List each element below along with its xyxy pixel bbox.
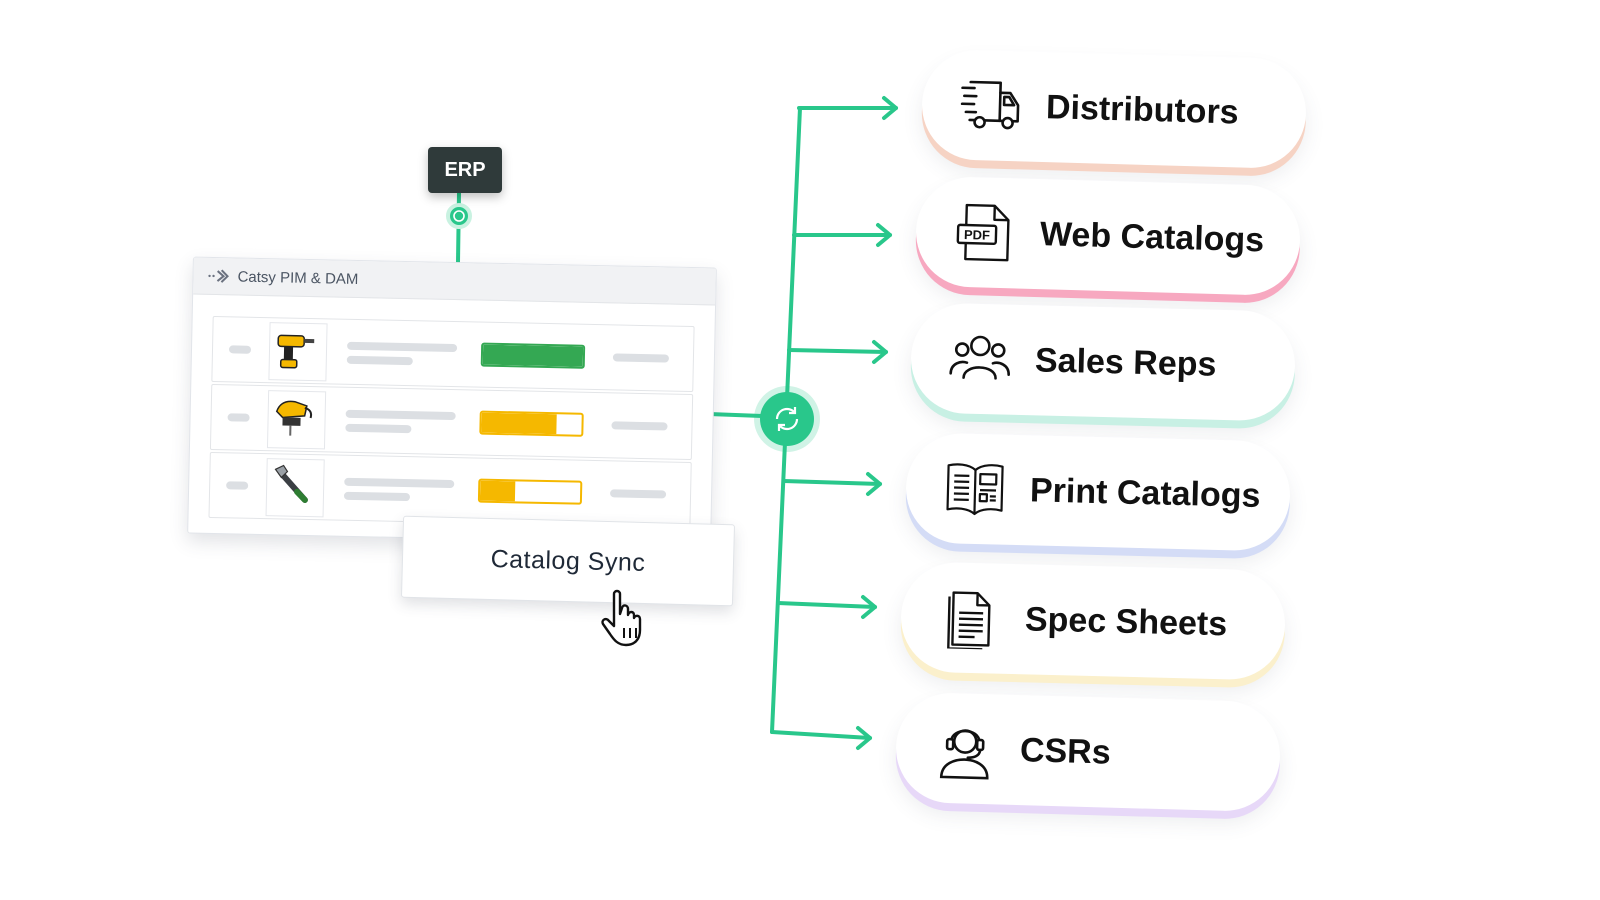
sync-progress-bar	[477, 478, 583, 505]
users-icon	[948, 327, 1011, 390]
book-icon	[943, 457, 1006, 520]
row-placeholder	[347, 341, 458, 353]
row-placeholder	[343, 491, 411, 502]
pim-window: Catsy PIM & DAM	[187, 256, 717, 545]
progress-fill	[481, 412, 557, 435]
channel-label: Spec Sheets	[1024, 599, 1228, 643]
channel-print-catalogs: Print Catalogs	[904, 432, 1292, 552]
progress-fill	[479, 480, 516, 502]
product-thumbnail	[266, 390, 327, 450]
catalog-sync-label: Catalog Sync	[490, 544, 646, 577]
row-placeholder	[611, 421, 668, 431]
pim-titlebar: Catsy PIM & DAM	[193, 257, 716, 306]
table-row[interactable]	[208, 451, 692, 529]
pim-to-hub-connector	[707, 412, 764, 418]
channel-distributors: Distributors	[920, 48, 1308, 170]
row-placeholder	[226, 481, 249, 490]
hand-cursor-icon	[598, 588, 654, 648]
sync-hub	[760, 392, 814, 446]
erp-label: ERP	[444, 158, 486, 181]
table-row[interactable]	[209, 383, 694, 461]
svg-text:PDF: PDF	[964, 227, 990, 243]
channel-label: CSRs	[1019, 730, 1112, 772]
product-thumbnail	[265, 458, 325, 518]
row-placeholder	[345, 423, 412, 434]
channel-csrs: CSRs	[894, 691, 1282, 813]
branch-distributors	[797, 96, 898, 120]
channel-web-catalogs: PDF Web Catalogs	[914, 175, 1302, 297]
pdf-icon: PDF	[953, 201, 1017, 265]
channel-label: Print Catalogs	[1029, 470, 1261, 515]
document-icon	[938, 586, 1001, 650]
truck-icon	[959, 74, 1023, 138]
row-placeholder	[612, 353, 670, 363]
table-row[interactable]	[211, 315, 695, 393]
sync-progress-bar	[480, 342, 586, 369]
erp-node: ERP	[428, 147, 502, 193]
sync-progress-bar	[479, 410, 584, 437]
row-placeholder	[344, 477, 455, 489]
branch-sales-reps	[787, 340, 888, 364]
branch-spec-sheets	[776, 595, 877, 619]
branch-csrs	[770, 726, 872, 750]
headset-agent-icon	[933, 717, 997, 781]
branch-print-catalogs	[782, 472, 882, 496]
catsy-logo-icon	[207, 268, 229, 284]
row-placeholder	[228, 345, 252, 354]
branch-web-catalogs	[792, 223, 892, 247]
channel-spec-sheets: Spec Sheets	[899, 561, 1287, 681]
product-list	[193, 295, 715, 529]
row-placeholder	[227, 413, 250, 422]
erp-sync-node	[446, 203, 472, 229]
channel-label: Distributors	[1045, 87, 1240, 131]
row-placeholder	[610, 489, 667, 499]
pim-title: Catsy PIM & DAM	[237, 267, 359, 288]
product-thumbnail	[268, 322, 328, 382]
row-placeholder	[346, 355, 413, 366]
channel-sales-reps: Sales Reps	[909, 302, 1297, 422]
channel-label: Web Catalogs	[1039, 214, 1265, 259]
refresh-icon	[775, 407, 799, 431]
progress-fill	[482, 344, 584, 367]
catalog-sync-button[interactable]: Catalog Sync	[400, 515, 736, 607]
channel-label: Sales Reps	[1034, 340, 1217, 384]
row-placeholder	[345, 409, 456, 421]
